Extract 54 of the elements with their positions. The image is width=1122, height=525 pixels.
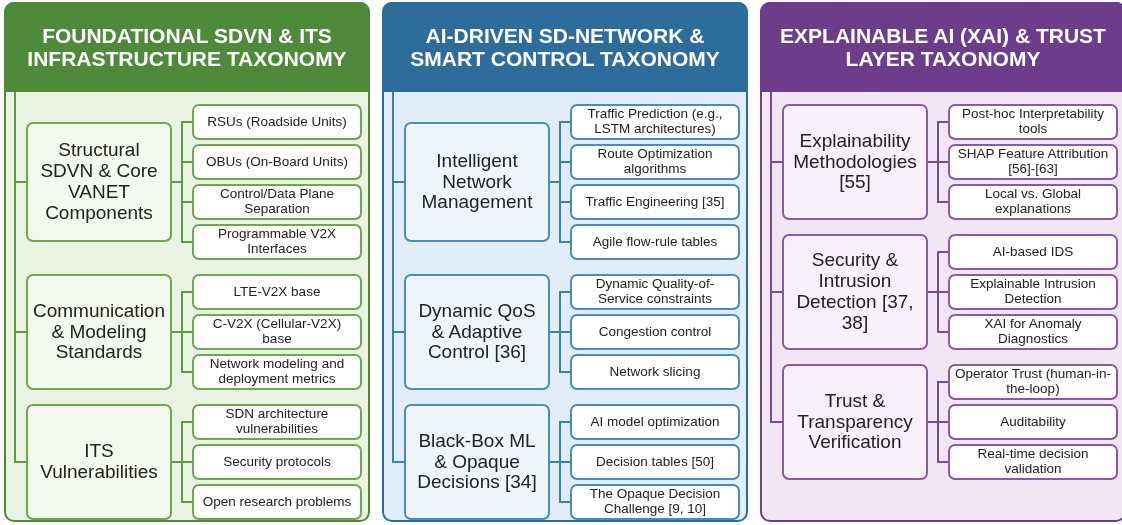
subcategory-box: Dynamic Quality-of-Service constraints	[570, 274, 740, 310]
connector-line	[927, 421, 949, 463]
subcategory-box: Network slicing	[570, 354, 740, 390]
category-box: Intelligent Network Management	[404, 122, 550, 242]
category-box: Communication & Modeling Standards	[26, 274, 172, 390]
subcategory-box: Agile flow-rule tables	[570, 224, 740, 260]
subcategory-box: Explainable Intrusion Detection	[948, 274, 1118, 310]
subcategory-box: SDN architecture vulnerabilities	[192, 404, 362, 440]
subcategory-box: RSUs (Roadside Units)	[192, 104, 362, 140]
connector-line	[549, 461, 571, 503]
panel-title: EXPLAINABLE AI (XAI) & TRUST LAYER TAXONOMY	[760, 2, 1122, 92]
subcategory-box: Decision tables [50]	[570, 444, 740, 480]
connector-line	[171, 461, 193, 503]
taxonomy-panel	[4, 2, 370, 522]
category-box: Structural SDVN & Core VANET Components	[26, 122, 172, 242]
connector-line	[927, 291, 949, 333]
subcategory-box: The Opaque Decision Challenge [9, 10]	[570, 484, 740, 520]
subcategory-box: Post-hoc Interpretability tools	[948, 104, 1118, 140]
subcategory-box: AI model optimization	[570, 404, 740, 440]
panel-title: FOUNDATIONAL SDVN & ITS INFRASTRUCTURE TAXONOMY	[4, 2, 370, 92]
subcategory-box: Local vs. Global explanations	[948, 184, 1118, 220]
subcategory-box: Route Optimization algorithms	[570, 144, 740, 180]
subcategory-box: Real-time decision validation	[948, 444, 1118, 480]
category-box: Explainability Methodologies [55]	[782, 104, 928, 220]
category-box: Trust & Transparency Verification	[782, 364, 928, 480]
subcategory-box: Traffic Engineering [35]	[570, 184, 740, 220]
subcategory-box: XAI for Anomaly Diagnostics	[948, 314, 1118, 350]
category-box: Security & Intrusion Detection [37, 38]	[782, 234, 928, 350]
connector-line	[171, 331, 193, 373]
category-box: Dynamic QoS & Adaptive Control [36]	[404, 274, 550, 390]
subcategory-box: Network modeling and deployment metrics	[192, 354, 362, 390]
connector-line	[549, 181, 571, 243]
subcategory-box: Operator Trust (human-in-the-loop)	[948, 364, 1118, 400]
subcategory-box: Auditability	[948, 404, 1118, 440]
subcategory-box: Security protocols	[192, 444, 362, 480]
subcategory-box: Open research problems	[192, 484, 362, 520]
connector-line	[927, 161, 949, 203]
subcategory-box: OBUs (On-Board Units)	[192, 144, 362, 180]
subcategory-box: C-V2X (Cellular-V2X) base	[192, 314, 362, 350]
taxonomy-panel	[382, 2, 748, 522]
panel-title: AI-DRIVEN SD-NETWORK & SMART CONTROL TAXONOMY	[382, 2, 748, 92]
subcategory-box: Traffic Prediction (e.g., LSTM architectures)	[570, 104, 740, 140]
subcategory-box: Congestion control	[570, 314, 740, 350]
subcategory-box: Programmable V2X Interfaces	[192, 224, 362, 260]
subcategory-box: Control/Data Plane Separation	[192, 184, 362, 220]
subcategory-box: AI-based IDS	[948, 234, 1118, 270]
category-box: Black-Box ML & Opaque Decisions [34]	[404, 404, 550, 520]
taxonomy-panel	[760, 2, 1122, 522]
connector-line	[171, 181, 193, 243]
subcategory-box: SHAP Feature Attribution [56]-[63]	[948, 144, 1118, 180]
subcategory-box: LTE-V2X base	[192, 274, 362, 310]
connector-line	[549, 331, 571, 373]
connector-line	[770, 91, 783, 423]
category-box: ITS Vulnerabilities	[26, 404, 172, 520]
